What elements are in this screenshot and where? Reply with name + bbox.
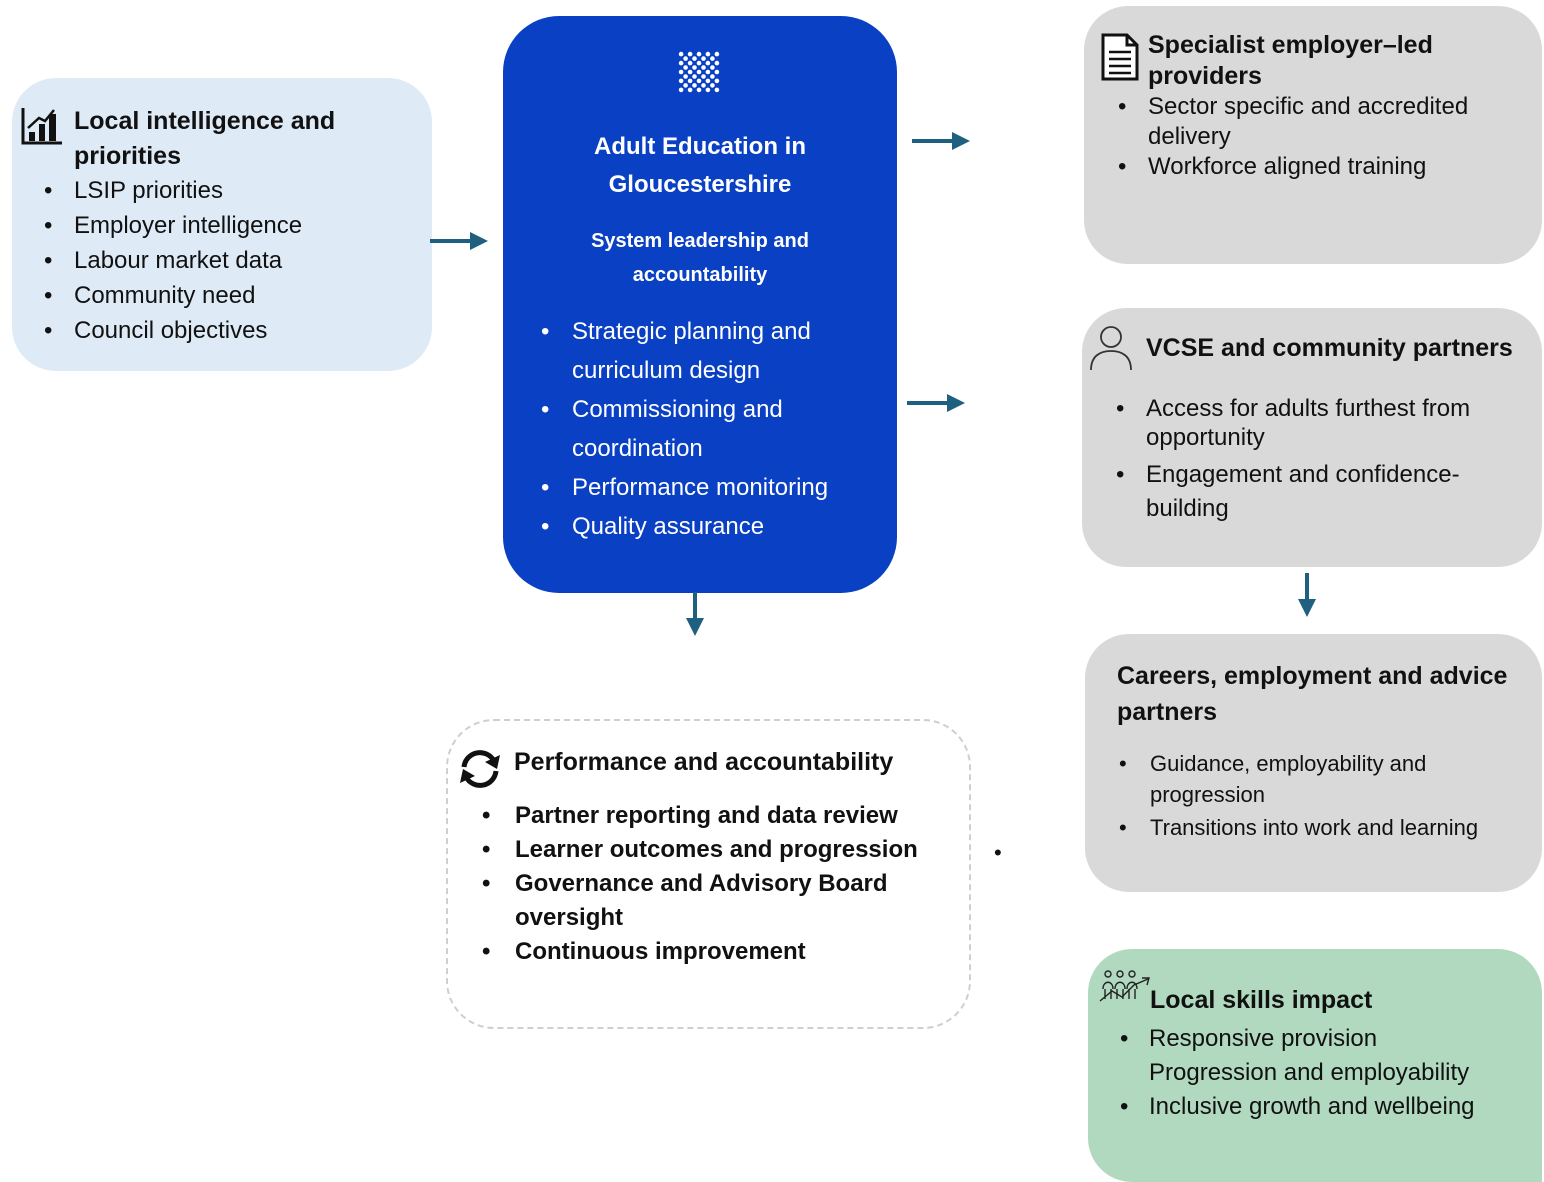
careers-title: Careers, employment and advice partners [1117, 662, 1508, 726]
logo-dot [701, 83, 706, 88]
logo-dot [710, 65, 715, 70]
logo-dot [696, 69, 702, 75]
vcse-partners-box: VCSE and community partners Access for a… [1082, 308, 1542, 567]
logo-dot [696, 51, 702, 57]
specialist-providers-box: Specialist employer–led providers Sector… [1084, 6, 1542, 264]
logo-dot [705, 60, 711, 66]
specialist-title: Specialist employer–led providers [1148, 31, 1433, 90]
logo-dot [705, 87, 711, 93]
list-item: Progression and employability [1149, 1059, 1470, 1086]
list-item: Community need [40, 278, 420, 313]
list-item: Employer intelligence [40, 208, 420, 243]
people-growth-icon [1099, 970, 1150, 1002]
arrow-local-to-central [430, 232, 488, 250]
logo-dot [696, 78, 702, 84]
list-item: Performance monitoring [537, 468, 897, 507]
arrow-central-to-specialist [912, 132, 970, 150]
logo-dot [678, 60, 684, 66]
list-item: Strategic planning and curriculum design [537, 312, 897, 390]
logo-dot [696, 60, 702, 66]
list-item: Labour market data [40, 243, 420, 278]
local-intelligence-box: Local intelligence and priorities LSIP p… [12, 78, 432, 371]
list-item: Council objectives [40, 313, 420, 348]
logo-dot [714, 60, 720, 66]
performance-accountability-box: Performance and accountability Partner r… [446, 719, 971, 1029]
logo-dot [678, 87, 684, 93]
logo-dot [705, 69, 711, 75]
logo-dot [687, 87, 693, 93]
refresh-cycle-icon [460, 750, 500, 788]
logo-dot [710, 56, 715, 61]
logo-dot [714, 87, 720, 93]
logo-dot [687, 51, 693, 57]
logo-dot [687, 60, 693, 66]
logo-dot [687, 69, 693, 75]
logo-dot [714, 78, 720, 84]
vcse-list: Access for adults furthest from opportun… [1112, 394, 1532, 526]
logo-dot [714, 51, 720, 57]
logo-dot [692, 74, 697, 79]
arrow-vcse-to-careers [1298, 573, 1316, 617]
careers-partners-box: Careers, employment and advice partners … [1085, 634, 1542, 892]
specialist-list: Sector specific and accredited delivery … [1114, 92, 1534, 182]
list-item: Responsive provision [1116, 1022, 1536, 1056]
logo-dot [683, 74, 688, 79]
diamond-dots-logo-icon [678, 51, 720, 93]
central-list: Strategic planning and curriculum design… [537, 312, 897, 546]
central-subtitle: System leadership and accountability [591, 230, 809, 286]
logo-dot [692, 83, 697, 88]
logo-dot [705, 51, 711, 57]
list-item: Governance and Advisory Board oversight [478, 867, 958, 935]
vcse-title: VCSE and community partners [1146, 334, 1513, 362]
performance-list: Partner reporting and data review Learne… [478, 799, 958, 969]
careers-list: Guidance, employability and progression … [1115, 748, 1535, 843]
person-icon [1090, 326, 1132, 371]
list-item: Workforce aligned training [1114, 152, 1534, 182]
arrow-central-to-vcse [907, 394, 965, 412]
logo-dot [678, 78, 684, 84]
logo-dot [683, 56, 688, 61]
local-title: Local intelligence and priorities [74, 107, 336, 170]
arrow-central-to-performance [686, 592, 704, 636]
list-item: Access for adults furthest from opportun… [1112, 394, 1532, 452]
logo-dot [678, 69, 684, 75]
list-item: Quality assurance [537, 507, 897, 546]
logo-dot [714, 69, 720, 75]
logo-dot [692, 56, 697, 61]
list-item: Inclusive growth and wellbeing [1116, 1090, 1536, 1124]
logo-dot [678, 51, 684, 57]
list-item: Transitions into work and learning [1115, 812, 1535, 843]
document-icon [1101, 33, 1139, 81]
logo-dot [705, 78, 711, 84]
list-item: Learner outcomes and progression [478, 833, 958, 867]
list-item: Sector specific and accredited delivery [1114, 92, 1534, 152]
logo-dot [683, 83, 688, 88]
central-title: Adult Education in Gloucestershire [594, 133, 806, 198]
logo-dot [701, 56, 706, 61]
logo-dot [701, 74, 706, 79]
logo-dot [683, 65, 688, 70]
list-item: Guidance, employability and progression [1115, 748, 1535, 810]
local-list: LSIP priorities Employer intelligence La… [40, 173, 420, 348]
local-skills-impact-box: Local skills impact Responsive provision… [1088, 949, 1542, 1182]
list-item: Continuous improvement [478, 935, 958, 969]
list-item: Engagement and confidence-building [1112, 458, 1532, 526]
bar-chart-icon [21, 108, 62, 145]
logo-dot [710, 83, 715, 88]
logo-dot [696, 87, 702, 93]
logo-dot [710, 74, 715, 79]
list-item: Partner reporting and data review [478, 799, 958, 833]
impact-title: Local skills impact [1150, 986, 1373, 1014]
logo-dot [701, 65, 706, 70]
list-item: Commissioning and coordination [537, 390, 897, 468]
logo-dot [692, 65, 697, 70]
impact-list: Responsive provision Progression and emp… [1116, 1022, 1536, 1124]
logo-dot [687, 78, 693, 84]
performance-title: Performance and accountability [514, 748, 894, 776]
list-item: LSIP priorities [40, 173, 420, 208]
adult-education-box: Adult Education in Gloucestershire Syste… [503, 16, 897, 593]
stray-bullet: • [994, 840, 1002, 865]
